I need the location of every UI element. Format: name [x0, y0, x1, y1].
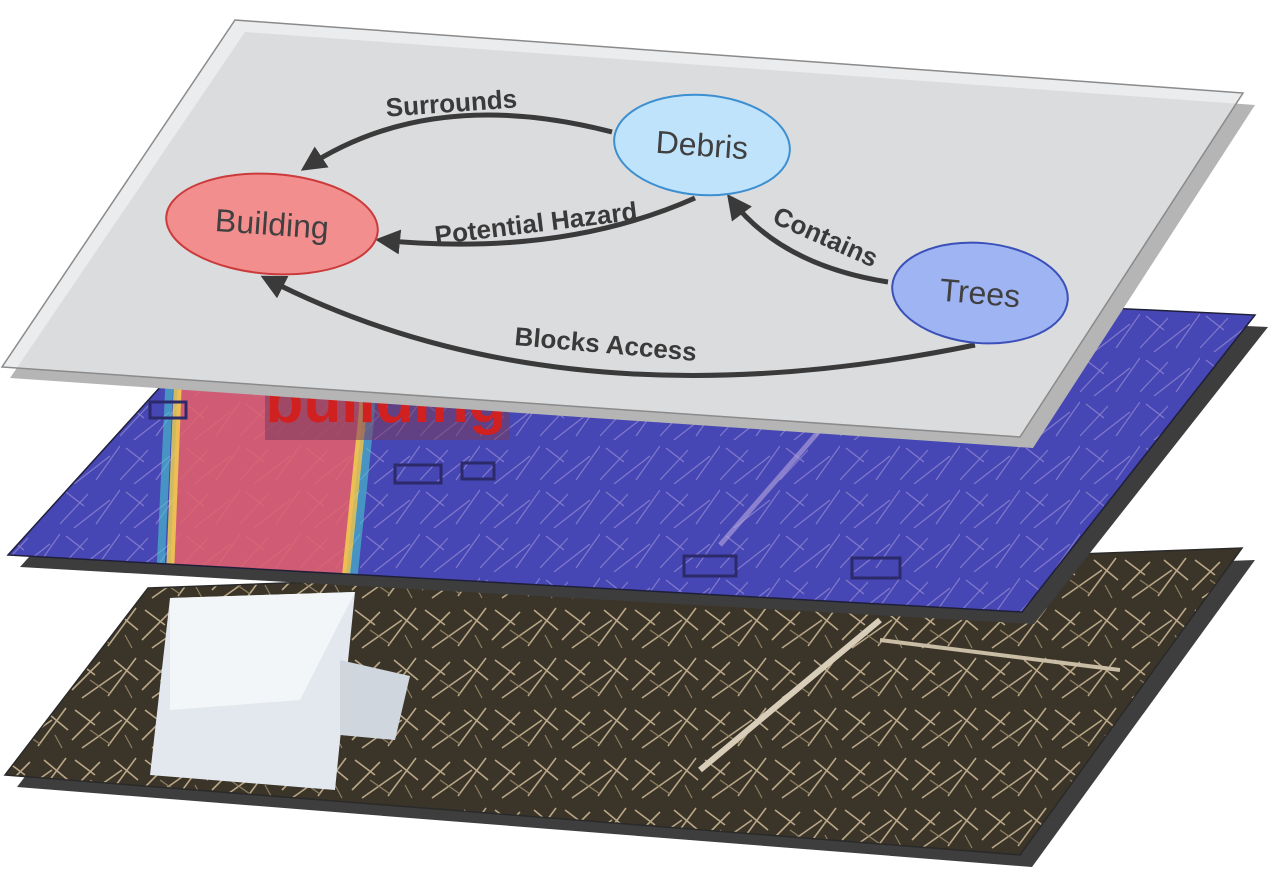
node-building-label: Building	[214, 202, 330, 246]
detection-box	[148, 400, 188, 420]
node-debris-label: Debris	[655, 124, 750, 166]
node-building: Building	[165, 172, 379, 276]
detection-box	[850, 556, 902, 580]
node-debris: Debris	[613, 93, 791, 197]
detection-box	[682, 554, 738, 578]
node-trees: Trees	[891, 241, 1069, 345]
edge-debris-building	[375, 195, 697, 255]
detection-box	[393, 463, 443, 485]
edge-debris-building	[300, 112, 613, 171]
node-debris-shape	[613, 93, 791, 197]
house-porch	[340, 660, 410, 740]
node-trees-label: Trees	[938, 272, 1021, 315]
edge-trees-debris	[727, 193, 889, 285]
edge-trees-building	[260, 275, 976, 378]
node-building-shape	[165, 172, 379, 276]
node-trees-shape	[891, 241, 1069, 345]
aerial-photo-layer	[3, 547, 1255, 867]
detection-box	[460, 461, 496, 481]
fallen-tree-trunk	[698, 617, 882, 773]
